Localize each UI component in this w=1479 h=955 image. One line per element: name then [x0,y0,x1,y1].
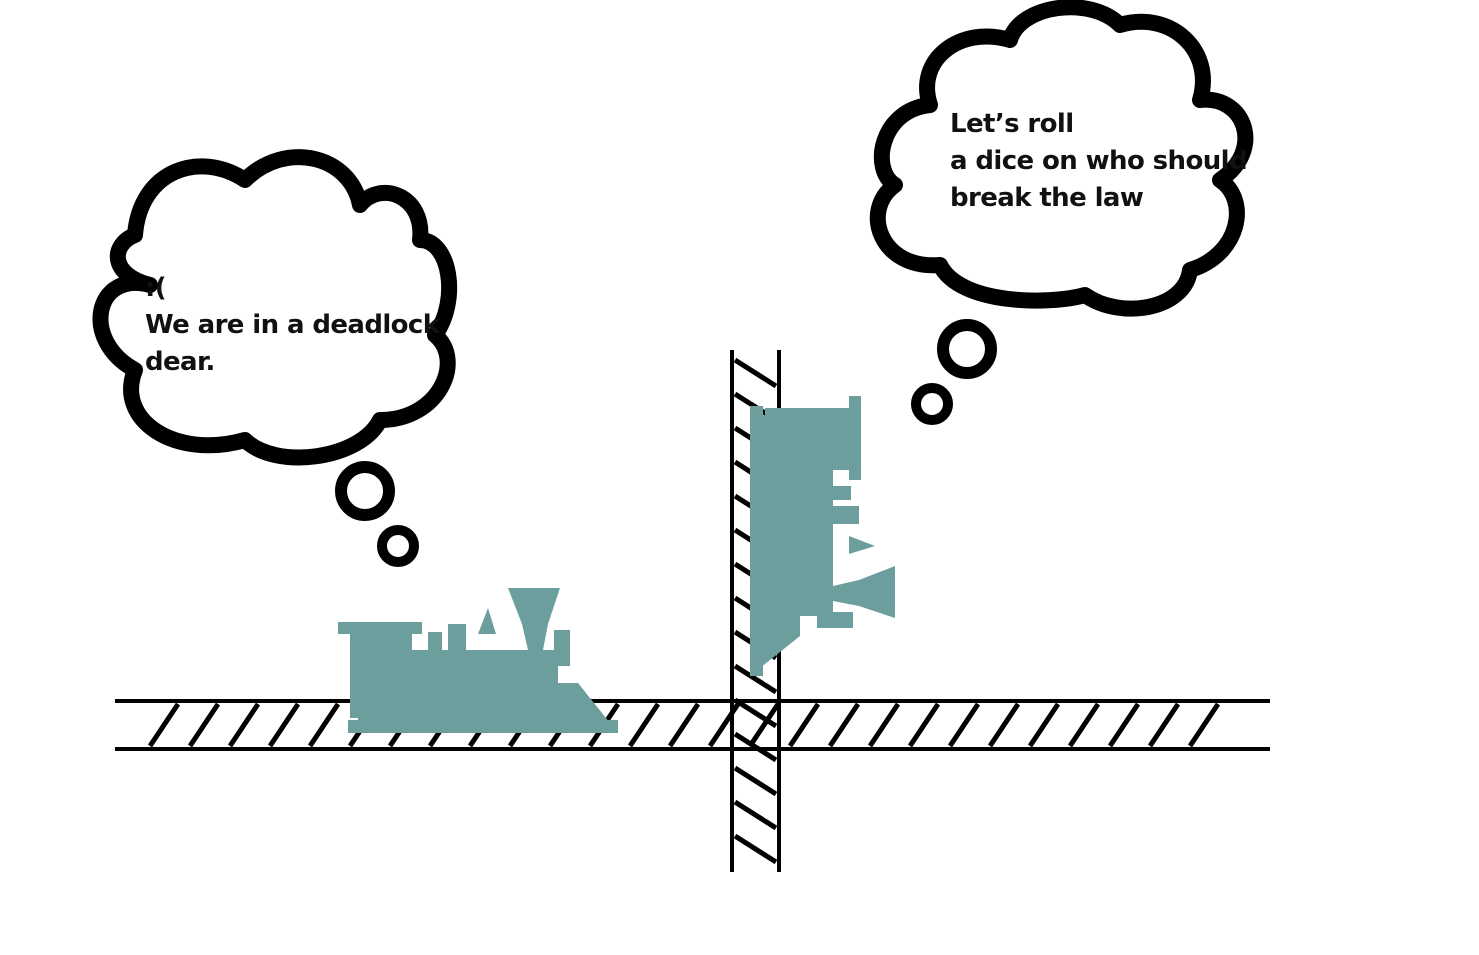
left-thought-bubble [92,149,458,567]
railway-tie [733,731,778,763]
railway-tie [747,702,781,748]
railway-tie [733,833,778,865]
railway-tie [947,702,981,748]
right-thought-bubble [869,0,1254,425]
railway-tie [867,702,901,748]
railway-tie [667,702,701,748]
right-thought-dot-small [911,383,953,425]
railway-tie [733,765,778,797]
horizontal-track [115,699,1270,751]
railway-tie [907,702,941,748]
railway-tie [147,702,181,748]
railway-tie [827,702,861,748]
left-bubble-line: dear. [145,347,215,377]
railway-tie [987,702,1021,748]
right-bubble-text: Let’s roll a dice on who should break th… [950,106,1248,217]
right-bubble-line: break the law [950,183,1144,213]
railway-tie [733,697,778,729]
railway-tie [733,357,778,389]
railway-tie [227,702,261,748]
railway-tie [1107,702,1141,748]
railway-tie [733,799,778,831]
railway-tie [1067,702,1101,748]
railway-tie [787,702,821,748]
railway-tie [1187,702,1221,748]
railway-tie [187,702,221,748]
steam-locomotive-icon [338,588,618,733]
right-thought-dot-large [937,319,997,379]
railway-tie [1027,702,1061,748]
left-thought-dot-large [335,461,395,521]
railway-tie [627,702,661,748]
left-thought-dot-small [377,525,419,567]
railway-tie [1147,702,1181,748]
railway-tie [267,702,301,748]
horizontal-ties [147,702,1221,748]
left-bubble-text: :( We are in a deadlock dear. [145,270,440,381]
railway-tie [307,702,341,748]
steam-locomotive-icon [750,396,895,676]
railway-tie [733,663,778,695]
right-bubble-line: a dice on who should [950,146,1248,176]
right-bubble-line: Let’s roll [950,109,1074,139]
left-bubble-line: :( [145,273,167,303]
left-bubble-line: We are in a deadlock [145,310,440,340]
